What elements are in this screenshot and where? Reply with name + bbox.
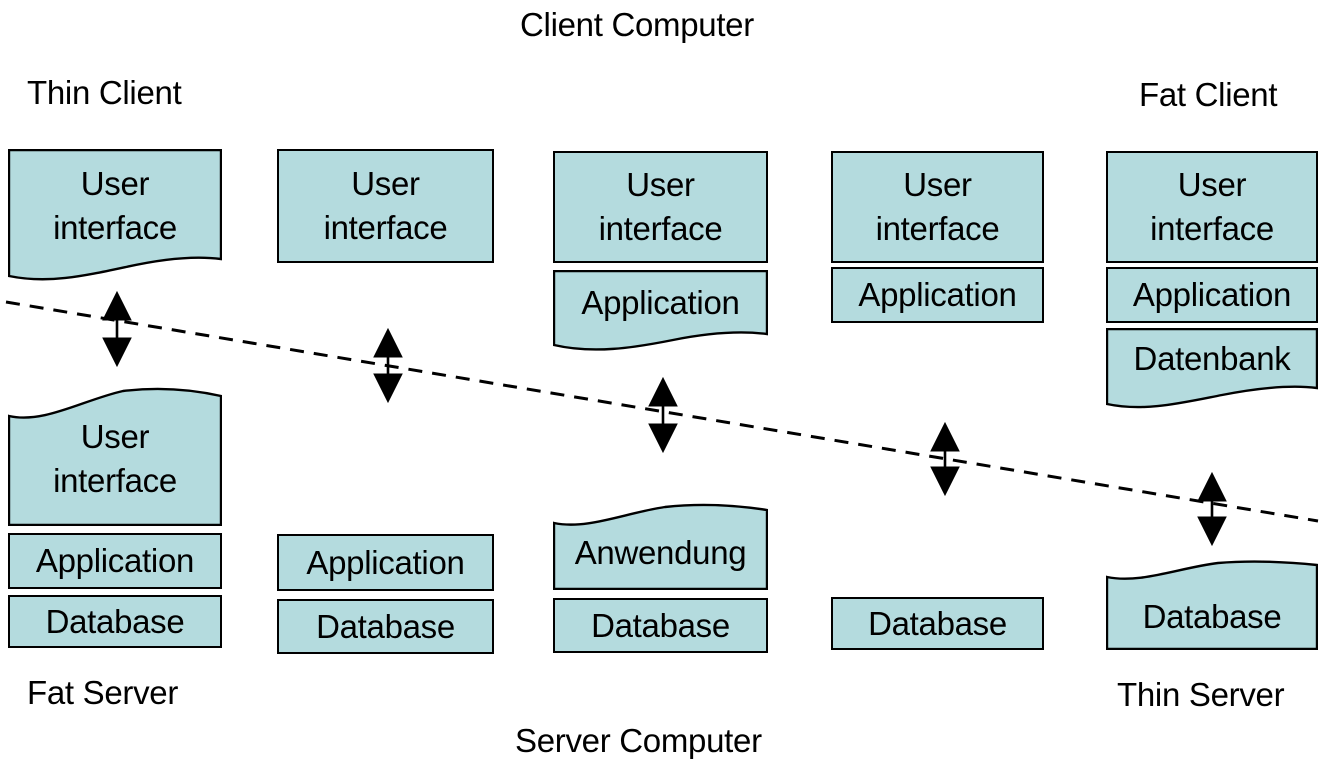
box-label: User interface	[53, 164, 177, 246]
box-col1-server-user-interface: User interface	[8, 386, 222, 526]
box-label: Application	[1132, 276, 1292, 313]
box-col5-client-datenbank: Datenbank	[1106, 328, 1318, 416]
box-col2-server-database: Database	[277, 599, 494, 654]
box-col4-client-application: Application	[831, 267, 1044, 323]
double-arrow-col3	[648, 376, 678, 454]
double-arrow-col4	[930, 421, 960, 497]
box-col2-server-application: Application	[277, 534, 494, 591]
box-col1-server-database: Database	[8, 595, 222, 648]
box-col3-server-anwendung: Anwendung	[553, 503, 768, 590]
box-label: User interface	[875, 166, 1000, 247]
box-col2-client-user-interface: User interface	[277, 149, 494, 263]
box-label: User interface	[53, 418, 177, 499]
box-label: Database	[591, 606, 730, 644]
torn-top-document-shape	[8, 387, 222, 526]
box-label: User interface	[323, 165, 448, 246]
box-label: Application	[35, 542, 195, 579]
torn-bottom-document-shape	[8, 149, 222, 281]
box-col4-server-database: Database	[831, 597, 1044, 650]
label-fat-client: Fat Client	[1139, 76, 1278, 113]
label-thin-server: Thin Server	[1117, 676, 1285, 713]
box-col3-client-application: Application	[553, 270, 768, 362]
torn-bottom-document-shape	[553, 270, 768, 351]
box-label: Application	[306, 543, 465, 581]
box-label: Database	[868, 604, 1007, 642]
box-label: Database	[1142, 598, 1282, 635]
label-thin-client: Thin Client	[27, 74, 182, 111]
box-col3-server-database: Database	[553, 598, 768, 653]
torn-top-document-shape	[1106, 560, 1318, 650]
double-arrow-col2	[373, 327, 403, 404]
box-label: Datenbank	[1133, 340, 1291, 377]
box-label: Application	[581, 284, 740, 321]
box-col5-client-application: Application	[1106, 267, 1318, 323]
torn-bottom-document-shape	[1106, 328, 1318, 409]
box-col4-client-user-interface: User interface	[831, 151, 1044, 263]
torn-top-document-shape	[553, 503, 768, 590]
box-label: Database	[45, 602, 185, 640]
title-client-computer: Client Computer	[520, 6, 754, 43]
client-server-divider-line	[5, 300, 1319, 523]
box-label: Database	[316, 607, 455, 645]
box-col1-server-application: Application	[8, 533, 222, 589]
box-col1-client-user-interface: User interface	[8, 149, 222, 294]
box-col5-client-user-interface: User interface	[1106, 151, 1318, 263]
box-label: Application	[858, 276, 1017, 313]
double-arrow-col5	[1197, 471, 1227, 547]
title-server-computer: Server Computer	[515, 722, 762, 759]
box-col5-server-database: Database	[1106, 560, 1318, 650]
box-label: Anwendung	[574, 533, 747, 571]
double-arrow-col1	[102, 290, 132, 368]
box-label: User interface	[598, 166, 723, 247]
label-fat-server: Fat Server	[27, 674, 179, 711]
box-col3-client-user-interface: User interface	[553, 151, 768, 263]
box-label: User interface	[1150, 166, 1274, 247]
